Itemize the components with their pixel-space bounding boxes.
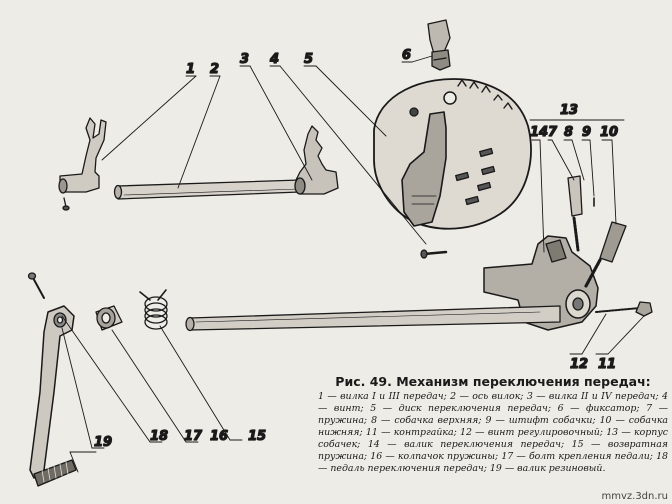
part-spring-cap [95,305,123,331]
legend-item-2: 2 — ось вилок; [450,391,524,402]
legend-item-3: 3 — вилка II и IV передач; [526,391,659,402]
legend-item-8: 8 — собачка верхняя; [371,415,482,426]
callout-5: 5 [304,52,313,67]
callout-15: 15 [248,429,266,444]
callout-11: 11 [598,357,616,372]
figure-caption: Рис. 49. Механизм переключения передач: … [318,374,668,475]
callout-18: 18 [150,429,168,444]
part-dog-springs [567,175,627,288]
callout-19: 19 [94,435,112,450]
caption-legend: 1 — вилка I и III передач; 2 — ось вилок… [318,391,668,475]
part-fork-axle [113,179,301,200]
callout-8: 8 [564,125,573,140]
legend-item-4: 4 — винт; [318,391,668,414]
part-screw-4 [420,249,448,259]
callout-4: 4 [269,52,279,67]
callout-7: 7 [548,125,558,140]
callout-2: 2 [210,62,219,77]
site-watermark: mmvz.3dn.ru [601,491,668,502]
legend-item-1: 1 — вилка I и III передач; [318,391,447,402]
legend-item-18: 18 — педаль переключения передач; [318,451,669,474]
part-dog-housing [483,235,599,331]
part-adjust-screw [595,301,653,317]
callout-1: 1 [186,62,195,77]
legend-item-17: 17 — болт крепления педали; [501,451,653,462]
legend-item-11: 11 — контргайка; [365,427,457,438]
legend-item-10: 10 — собачка нижняя; [318,415,669,438]
callout-17: 17 [184,429,203,444]
legend-item-9: 9 — штифт собачки; [485,415,596,426]
part-shift-shaft [185,305,561,332]
legend-item-5: 5 — диск переключения передач; [370,403,552,414]
callout-12: 12 [570,357,588,372]
part-fork-1-3 [58,117,107,211]
legend-item-12: 12 — винт регулировочный; [460,427,603,438]
part-shift-disc [373,78,532,230]
legend-item-6: 6 — фиксатор; [557,403,640,414]
callout-16: 16 [210,429,228,444]
caption-title: Рис. 49. Механизм переключения передач: [335,374,651,389]
legend-item-14: 14 — валик переключения передач; [367,439,565,450]
leader-lines [61,55,645,473]
legend-item-19: 19 — валик резиновый. [489,463,606,474]
legend-item-15: 15 — возвратная пружина; [318,439,668,462]
legend-item-7: 7 — пружина; [318,403,669,426]
legend-item-16: 16 — колпачок пружины; [370,451,499,462]
part-rubber-roller [33,459,77,487]
part-pedal-bolt [27,272,45,299]
callout-14-top: 14 [530,125,548,140]
part-return-spring [139,289,168,330]
part-detent [427,19,451,71]
part-pedal [29,305,75,479]
legend-item-13: 13 — корпус собачек; [318,427,669,450]
callout-9: 9 [582,125,591,140]
part-fork-2-4 [294,125,339,195]
callout-6: 6 [402,48,411,63]
callout-13: 13 [560,103,578,118]
callout-10: 10 [600,125,618,140]
callout-3: 3 [240,52,249,67]
